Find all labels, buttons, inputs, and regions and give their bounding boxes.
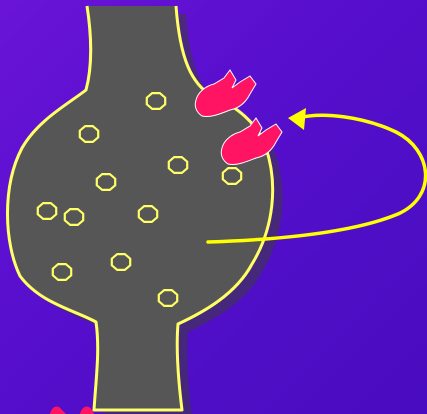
fragment-mark	[50, 407, 94, 414]
presynaptic-terminal	[8, 6, 273, 410]
autoreceptor	[195, 70, 256, 117]
